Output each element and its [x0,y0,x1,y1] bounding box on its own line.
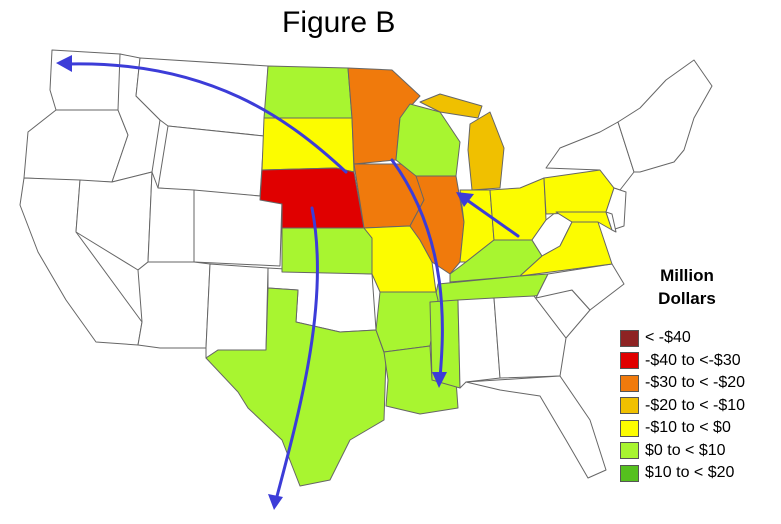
legend-label: -$40 to <-$30 [645,351,741,369]
legend-label: $10 to < $20 [645,464,735,482]
state-wisconsin [395,103,461,177]
arrow-head-illinois [456,192,474,207]
state-north-dakota [263,65,353,119]
legend-title-line1: Million [660,266,714,285]
state-new-england [617,59,713,173]
legend-swatch [620,442,639,460]
state-alabama [457,297,501,389]
legend-item: $0 to < $10 [620,440,745,463]
legend-item: < -$40 [620,327,745,350]
state-delaware [605,211,617,233]
arrow-head-gulf-louisiana [432,372,447,388]
state-maryland [555,211,613,231]
state-new-mexico [205,263,269,359]
legend-label: -$30 to < -$20 [645,374,746,392]
legend-swatch [620,397,639,415]
state-louisiana [383,345,459,415]
state-wyoming [157,125,265,197]
legend-label: < -$40 [645,329,691,347]
legend-swatch [620,329,639,347]
legend-item: $10 to < $20 [620,462,745,485]
arrow-head-pacific-northwest [56,55,72,72]
legend-item: -$30 to < -$20 [620,372,745,395]
state-pennsylvania [543,169,615,215]
legend-label: -$10 to < $0 [645,419,731,437]
state-texas [205,287,387,487]
state-north-carolina [535,263,625,311]
arrow-to-illinois-from-east [462,196,520,238]
state-michigan-lower [467,111,505,191]
arrow-head-mexico [268,494,283,510]
arrow-to-gulf-louisiana [390,158,444,380]
legend-swatch [620,352,639,370]
state-arizona [137,261,211,349]
legend-title-line2: Dollars [658,289,716,308]
legend: < -$40 -$40 to <-$30 -$30 to < -$20 -$20… [620,327,745,485]
legend-item: -$40 to <-$30 [620,350,745,373]
state-oregon [23,109,129,183]
arrow-to-mexico [274,206,319,502]
legend-swatch [620,464,639,482]
legend-item: -$20 to < -$10 [620,395,745,418]
state-arkansas [375,291,439,353]
legend-item: -$10 to < $0 [620,417,745,440]
legend-title: Million Dollars [648,264,726,310]
state-florida [465,375,607,479]
state-georgia [493,295,567,379]
legend-swatch [620,374,639,392]
figure-title: Figure B [282,6,396,39]
state-kansas [281,227,373,275]
state-south-dakota [261,117,355,173]
state-michigan-upper [419,93,483,119]
legend-label: $0 to < $10 [645,441,726,459]
arrow-to-pacific-northwest [64,62,348,174]
legend-swatch [620,419,639,437]
legend-label: -$20 to < -$10 [645,396,746,414]
state-colorado [193,189,283,267]
